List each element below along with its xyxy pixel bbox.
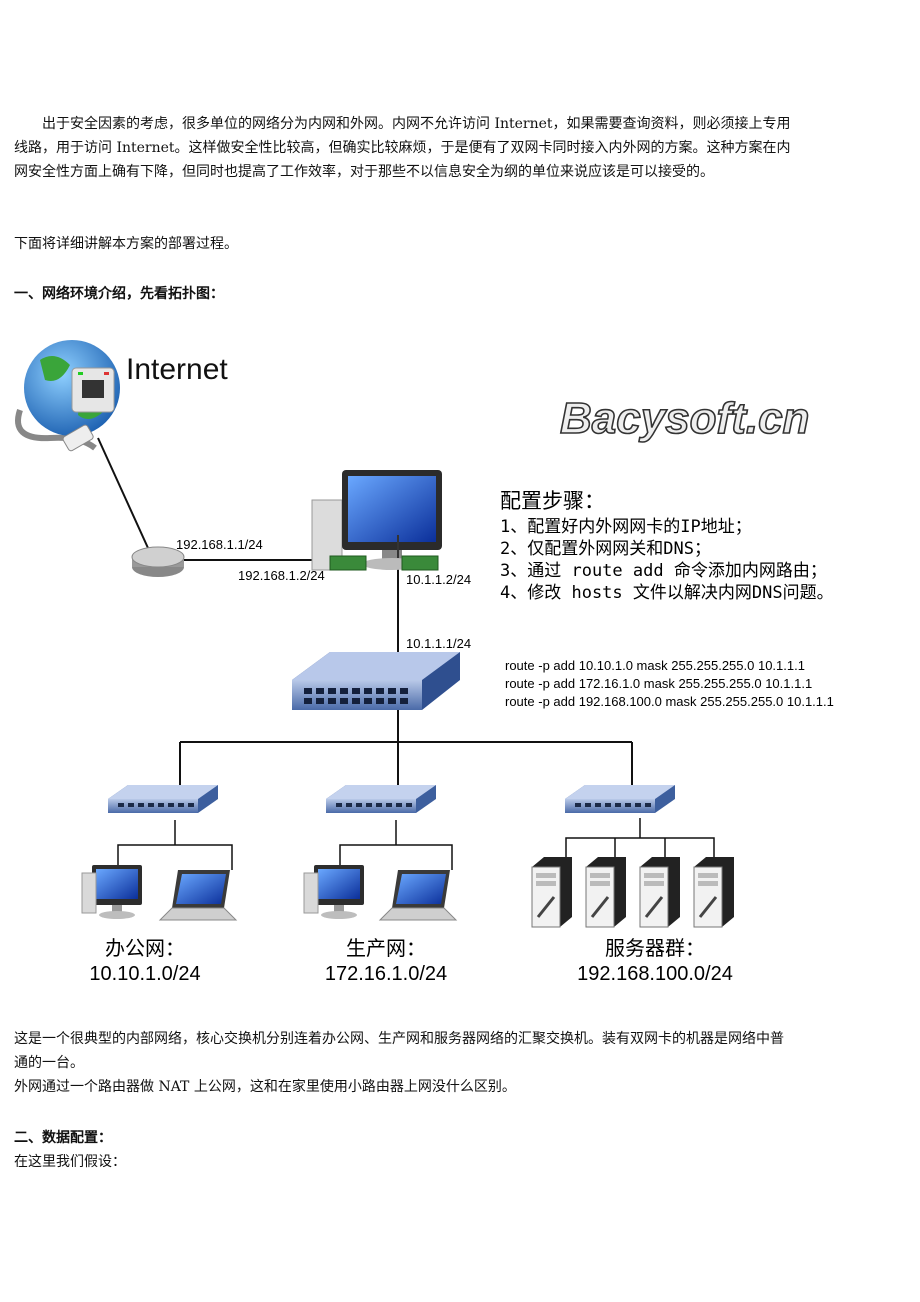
watermark-text: Bacysoft.cn	[560, 394, 809, 443]
subnet-servers-name: 服务器群：	[605, 936, 705, 960]
ip-core-switch: 10.1.1.1/24	[406, 636, 471, 651]
route-command-3: route -p add 192.168.100.0 mask 255.255.…	[505, 694, 834, 709]
office-laptop-icon	[159, 869, 237, 921]
router-icon	[131, 546, 185, 577]
section2-heading: 二、数据配置：	[14, 1130, 112, 1146]
subnet-office-name: 办公网：	[105, 936, 185, 960]
internet-globe-icon	[15, 340, 120, 452]
subnet-office-cidr: 10.10.1.0/24	[89, 963, 200, 985]
production-switch-icon	[326, 785, 436, 813]
intro-paragraph: 出于安全因素的考虑，很多单位的网络分为内网和外网。内网不允许访问 Interne…	[14, 116, 791, 180]
subnet-production-cidr: 172.16.1.0/24	[325, 963, 447, 985]
core-switch-icon	[292, 652, 460, 710]
server-switch-icon	[565, 785, 675, 813]
server-icon	[530, 855, 574, 929]
step-4: 4、修改 hosts 文件以解决内网DNS问题。	[500, 583, 834, 603]
ip-router: 192.168.1.1/24	[176, 537, 263, 552]
route-command-2: route -p add 172.16.1.0 mask 255.255.255…	[505, 676, 812, 691]
ip-pc-internal: 10.1.1.2/24	[406, 572, 471, 587]
production-laptop-icon	[379, 869, 457, 921]
server-icon	[692, 855, 736, 929]
description-paragraph: 这是一个很典型的内部网络，核心交换机分别连着办公网、生产网和服务器网络的汇聚交换…	[14, 1031, 784, 1071]
subnet-production-name: 生产网：	[346, 936, 426, 960]
step-1: 1、配置好内外网网卡的IP地址；	[500, 517, 752, 537]
steps-title: 配置步骤：	[500, 489, 605, 513]
description-paragraph-2: 外网通过一个路由器做 NAT 上公网，这和在家里使用小路由器上网没什么区别。	[14, 1079, 516, 1095]
office-switch-icon	[108, 785, 218, 813]
ip-pc-external: 192.168.1.2/24	[238, 568, 325, 583]
office-desktop-icon	[81, 864, 143, 920]
section1-heading: 一、网络环境介绍，先看拓扑图：	[14, 286, 224, 302]
dual-nic-pc-icon	[311, 470, 442, 571]
intro-paragraph-2: 下面将详细讲解本方案的部署过程。	[14, 236, 238, 252]
internet-label: Internet	[126, 353, 228, 386]
subnet-servers-cidr: 192.168.100.0/24	[577, 963, 733, 985]
route-command-1: route -p add 10.10.1.0 mask 255.255.255.…	[505, 658, 805, 673]
network-topology-diagram: Internet Bacysoft.cn 192.168.1.1/24 192.…	[15, 340, 834, 985]
step-3: 3、通过 route add 命令添加内网路由；	[500, 561, 827, 581]
step-2: 2、仅配置外网网关和DNS；	[500, 539, 711, 559]
server-icon	[638, 855, 682, 929]
section2-line: 在这里我们假设：	[14, 1154, 126, 1170]
production-desktop-icon	[303, 864, 365, 920]
server-icon	[584, 855, 628, 929]
